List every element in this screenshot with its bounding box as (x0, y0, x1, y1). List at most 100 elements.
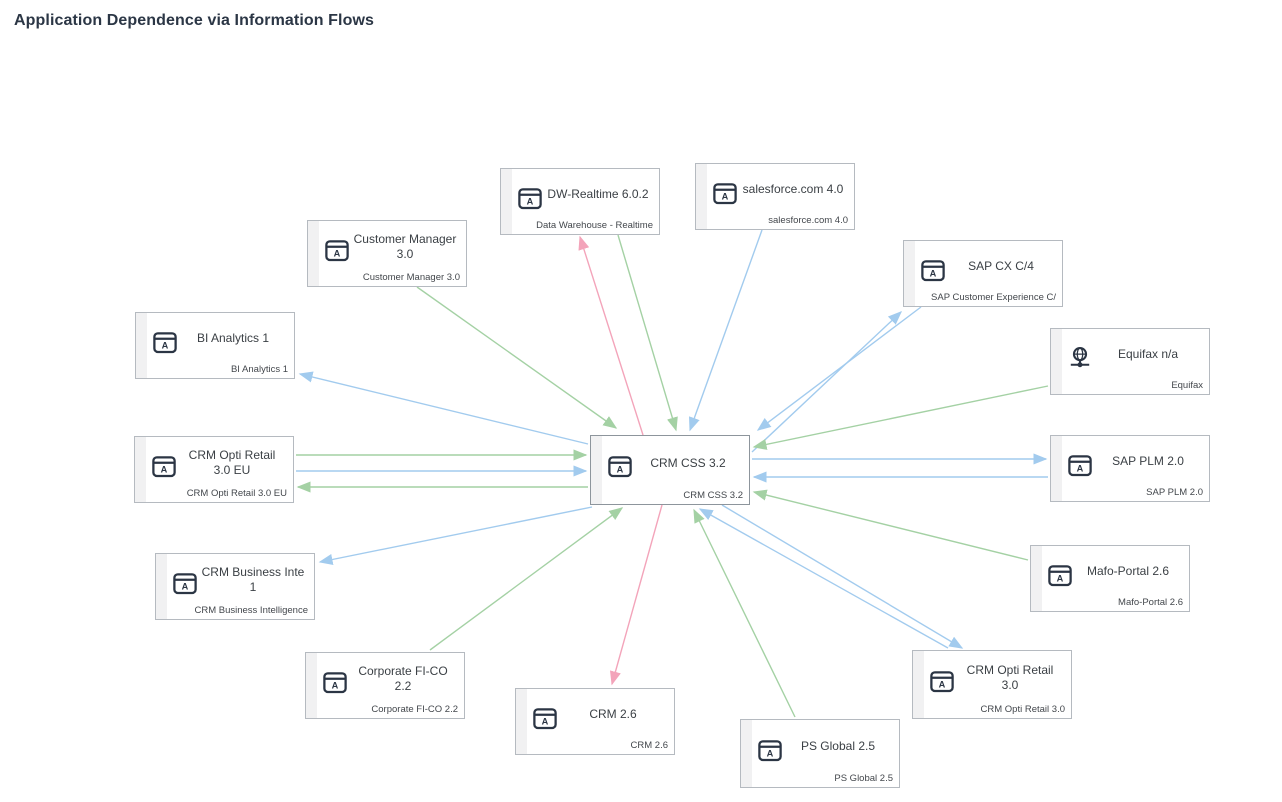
flow-edge-corporate-fi-co-2-2-to-crm-css-3-2 (429, 507, 624, 651)
node-title: CRM CSS 3.2 (650, 455, 726, 470)
svg-text:A: A (1077, 463, 1084, 473)
node-icon-strip (696, 164, 707, 229)
application-icon: A (712, 180, 738, 206)
node-title: CRM Opti Retail 3.0 (966, 662, 1054, 692)
application-icon: A (532, 705, 558, 731)
node-title: Mafo-Portal 2.6 (1086, 564, 1170, 578)
flow-edge-crm-css-3-2-to-sap-cx-c4 (751, 311, 903, 453)
application-icon: A (152, 329, 178, 355)
node-subtitle: SAP Customer Experience C/ (931, 292, 1056, 303)
flow-edge-crm-css-3-2-to-crm-business-inte-1 (318, 506, 593, 565)
flow-edge-crm-opti-retail-3-0-to-crm-css-3-2 (698, 508, 949, 649)
node-subtitle: Customer Manager 3.0 (362, 272, 460, 283)
node-subtitle: Corporate FI-CO 2.2 (371, 704, 458, 715)
node-crm-css-3-2[interactable]: A CRM CSS 3.2 CRM CSS 3.2 (590, 435, 750, 505)
page-title: Application Dependence via Information F… (14, 12, 375, 29)
svg-text:A: A (161, 464, 168, 474)
node-icon-strip (741, 720, 752, 787)
application-icon: A (517, 185, 543, 211)
node-ps-global-2-5[interactable]: A PS Global 2.5 PS Global 2.5 (740, 719, 900, 788)
node-customer-manager-3-0[interactable]: A Customer Manager 3.0 Customer Manager … (307, 220, 467, 287)
application-icon: A (607, 454, 633, 480)
svg-text:A: A (542, 716, 549, 726)
node-title: salesforce.com 4.0 (742, 182, 844, 196)
node-subtitle: CRM CSS 3.2 (683, 490, 743, 501)
node-title: DW-Realtime 6.0.2 (547, 187, 649, 201)
svg-text:A: A (162, 340, 169, 350)
node-title: BI Analytics 1 (196, 331, 270, 345)
svg-text:A: A (767, 748, 774, 758)
flow-edge-crm-css-3-2-to-crm-2-6 (609, 504, 663, 686)
node-icon-strip (1051, 436, 1062, 501)
node-icon-strip (156, 554, 167, 619)
node-title: CRM Business Inte 1 (201, 564, 305, 594)
node-icon-strip (1031, 546, 1042, 611)
flow-edge-crm-css-3-2-to-crm-opti-retail-3-0 (721, 504, 964, 649)
node-subtitle: CRM Business Intelligence (194, 605, 308, 616)
svg-text:A: A (930, 268, 937, 278)
flow-edge-crm-css-3-2-to-bi-analytics-1 (298, 371, 589, 445)
node-title: SAP PLM 2.0 (1112, 454, 1184, 468)
node-crm-opti-retail-3-0-eu[interactable]: A CRM Opti Retail 3.0 EU CRM Opti Retail… (134, 436, 294, 503)
node-title: SAP CX C/4 (968, 259, 1034, 273)
node-icon-strip (501, 169, 512, 234)
svg-text:A: A (332, 680, 339, 690)
svg-text:A: A (617, 465, 624, 475)
svg-text:A: A (939, 679, 946, 689)
application-icon: A (1067, 452, 1093, 478)
flow-edge-customer-manager-3-0-to-crm-css-3-2 (416, 286, 618, 429)
node-sap-cx-c4[interactable]: A SAP CX C/4 SAP Customer Experience C/ (903, 240, 1063, 307)
flow-edge-mafo-portal-2-6-to-crm-css-3-2 (752, 489, 1029, 561)
node-title: CRM Opti Retail 3.0 EU (188, 447, 276, 477)
node-subtitle: BI Analytics 1 (230, 364, 288, 375)
node-subtitle: Equifax (1171, 380, 1203, 391)
node-title: Equifax n/a (1117, 347, 1179, 361)
node-icon-strip (1051, 329, 1062, 394)
node-crm-2-6[interactable]: A CRM 2.6 CRM 2.6 (515, 688, 675, 755)
svg-text:A: A (527, 196, 534, 206)
globe-icon (1067, 345, 1093, 371)
node-icon-strip (904, 241, 915, 306)
flow-edge-equifax-na-to-crm-css-3-2 (752, 385, 1049, 450)
node-icon-strip (306, 653, 317, 718)
node-icon-strip (136, 313, 147, 378)
application-icon: A (929, 668, 955, 694)
node-equifax-na[interactable]: A Equifax n/a Equifax (1050, 328, 1210, 395)
svg-text:A: A (1057, 573, 1064, 583)
application-icon: A (757, 737, 783, 763)
node-dw-realtime-6-0-2[interactable]: A DW-Realtime 6.0.2 Data Warehouse - Rea… (500, 168, 660, 235)
flow-edge-crm-css-3-2-to-dw-realtime-6-0-2 (578, 235, 644, 436)
node-subtitle: Mafo-Portal 2.6 (1118, 597, 1183, 608)
svg-text:A: A (334, 248, 341, 258)
node-icon-strip (913, 651, 924, 718)
flow-edge-dw-realtime-6-0-2-to-crm-css-3-2 (617, 234, 678, 432)
application-icon: A (1047, 562, 1073, 588)
application-icon: A (324, 237, 350, 263)
node-bi-analytics-1[interactable]: A BI Analytics 1 BI Analytics 1 (135, 312, 295, 379)
node-icon-strip (135, 437, 146, 502)
node-crm-business-inte-1[interactable]: A CRM Business Inte 1 CRM Business Intel… (155, 553, 315, 620)
node-subtitle: SAP PLM 2.0 (1146, 487, 1203, 498)
node-crm-opti-retail-3-0[interactable]: A CRM Opti Retail 3.0 CRM Opti Retail 3.… (912, 650, 1072, 719)
flow-edge-salesforce-com-4-0-to-crm-css-3-2 (688, 229, 763, 432)
svg-text:A: A (182, 581, 189, 591)
node-subtitle: Data Warehouse - Realtime (536, 220, 653, 231)
node-title: Corporate FI-CO 2.2 (358, 663, 448, 693)
node-icon-strip (591, 436, 602, 504)
application-icon: A (322, 669, 348, 695)
flow-edge-ps-global-2-5-to-crm-css-3-2 (693, 508, 796, 718)
svg-text:A: A (722, 191, 729, 201)
application-icon: A (172, 570, 198, 596)
node-corporate-fi-co-2-2[interactable]: A Corporate FI-CO 2.2 Corporate FI-CO 2.… (305, 652, 465, 719)
application-icon: A (151, 453, 177, 479)
node-mafo-portal-2-6[interactable]: A Mafo-Portal 2.6 Mafo-Portal 2.6 (1030, 545, 1190, 612)
node-subtitle: salesforce.com 4.0 (768, 215, 848, 226)
node-sap-plm-2-0[interactable]: A SAP PLM 2.0 SAP PLM 2.0 (1050, 435, 1210, 502)
node-title: CRM 2.6 (589, 707, 637, 721)
application-icon: A (920, 257, 946, 283)
node-salesforce-com-4-0[interactable]: A salesforce.com 4.0 salesforce.com 4.0 (695, 163, 855, 230)
node-subtitle: CRM 2.6 (630, 740, 668, 751)
node-icon-strip (516, 689, 527, 754)
